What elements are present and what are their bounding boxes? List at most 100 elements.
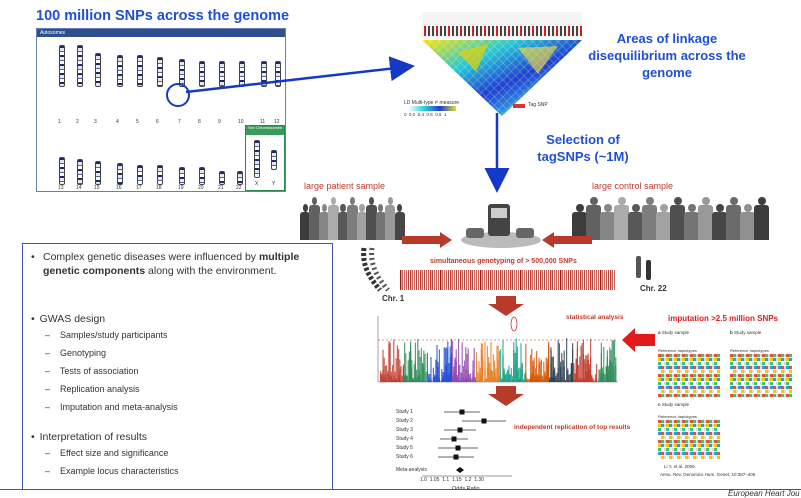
forest-study-label: Study 4	[396, 436, 413, 442]
manhattan-point	[390, 343, 391, 382]
interp-sub-item: – Effect size and significance	[45, 448, 168, 459]
genotype-bar	[494, 270, 495, 290]
manhattan-plot	[368, 316, 623, 386]
genotype-bar	[592, 270, 593, 290]
forest-study-label: Study 6	[396, 454, 413, 460]
manhattan-point	[441, 369, 442, 382]
genotype-bar	[552, 270, 553, 290]
haplotype-row	[730, 370, 792, 373]
genotype-bar	[558, 270, 559, 290]
genotype-bar	[606, 270, 607, 290]
manhattan-point	[418, 370, 419, 382]
genotype-bar	[524, 270, 525, 290]
manhattan-point	[434, 377, 435, 382]
manhattan-point	[458, 366, 459, 382]
manhattan-point	[464, 361, 465, 382]
manhattan-point	[463, 366, 464, 382]
manhattan-point	[484, 342, 485, 382]
manhattan-point	[592, 380, 593, 382]
genotype-bar	[454, 270, 455, 290]
manhattan-point	[447, 349, 448, 382]
genotype-bar	[512, 270, 513, 290]
manhattan-point	[600, 369, 601, 382]
genotype-bar	[536, 270, 537, 290]
manhattan-point	[387, 374, 388, 382]
manhattan-point	[412, 378, 413, 382]
manhattan-point	[583, 340, 584, 382]
manhattan-point	[440, 381, 441, 382]
genotype-bar	[562, 270, 563, 290]
manhattan-point	[451, 354, 452, 382]
genotype-bar	[554, 270, 555, 290]
manhattan-point	[480, 368, 481, 382]
manhattan-point	[469, 374, 470, 382]
manhattan-point	[474, 348, 475, 382]
imputation-label: imputation >2.5 million SNPs	[668, 314, 778, 323]
genotype-bar	[568, 270, 569, 290]
manhattan-point	[500, 349, 501, 382]
manhattan-point	[522, 363, 523, 382]
panel-c-ref: Reference haplotypes	[658, 414, 697, 419]
genotype-bar	[600, 270, 601, 290]
gwas-sub-item: – Imputation and meta-analysis	[45, 402, 178, 413]
manhattan-point	[439, 350, 440, 382]
genotype-bar	[450, 270, 451, 290]
manhattan-point	[542, 376, 543, 382]
manhattan-point	[544, 372, 545, 382]
genotype-bar	[452, 270, 453, 290]
manhattan-point	[531, 349, 532, 382]
manhattan-point	[460, 379, 461, 382]
manhattan-point	[579, 377, 580, 382]
manhattan-point	[475, 377, 476, 382]
genotype-bar	[490, 270, 491, 290]
manhattan-point	[523, 379, 524, 382]
bullet-complex-diseases: • Complex genetic diseases were influenc…	[31, 250, 323, 278]
manhattan-point	[564, 366, 565, 382]
genotype-bar	[614, 270, 615, 290]
manhattan-point	[524, 374, 525, 382]
manhattan-point	[403, 367, 404, 382]
genotype-bar	[538, 270, 539, 290]
forest-estimate	[458, 428, 463, 433]
manhattan-point	[416, 370, 417, 382]
genotype-bar	[594, 270, 595, 290]
manhattan-point	[448, 363, 449, 382]
genotype-bar	[414, 270, 415, 290]
genotype-bar	[448, 270, 449, 290]
manhattan-point	[415, 342, 416, 382]
manhattan-point	[514, 353, 515, 382]
manhattan-point	[406, 380, 407, 382]
genotype-bar	[406, 270, 407, 290]
manhattan-point	[474, 377, 475, 382]
manhattan-point	[540, 375, 541, 382]
manhattan-point	[512, 376, 513, 382]
manhattan-point	[466, 354, 467, 382]
genotype-bar	[602, 270, 603, 290]
manhattan-point	[597, 381, 598, 382]
haplotype-row	[658, 358, 720, 361]
haplotype-row	[730, 394, 792, 397]
genotype-bar	[596, 270, 597, 290]
manhattan-point	[572, 349, 573, 382]
forest-plot	[402, 406, 522, 486]
genotype-bar	[486, 270, 487, 290]
manhattan-point	[427, 353, 428, 382]
manhattan-point	[586, 355, 587, 382]
manhattan-point	[535, 376, 536, 382]
panel-b-ref: Reference haplotypes	[730, 348, 769, 353]
genotype-bar	[556, 270, 557, 290]
genotype-bar	[612, 270, 613, 290]
manhattan-point	[471, 379, 472, 382]
manhattan-point	[607, 350, 608, 382]
gwas-sub-item: – Samples/study participants	[45, 330, 168, 341]
statistical-analysis-label: statistical analysis	[566, 314, 623, 321]
manhattan-point	[478, 361, 479, 382]
haplotype-row	[658, 436, 720, 439]
haplotype-row	[658, 394, 720, 397]
haplotype-row	[658, 378, 720, 381]
manhattan-point	[538, 381, 539, 382]
genotype-bar	[440, 270, 441, 290]
manhattan-point	[381, 373, 382, 382]
manhattan-point	[482, 377, 483, 382]
manhattan-point	[421, 380, 422, 382]
